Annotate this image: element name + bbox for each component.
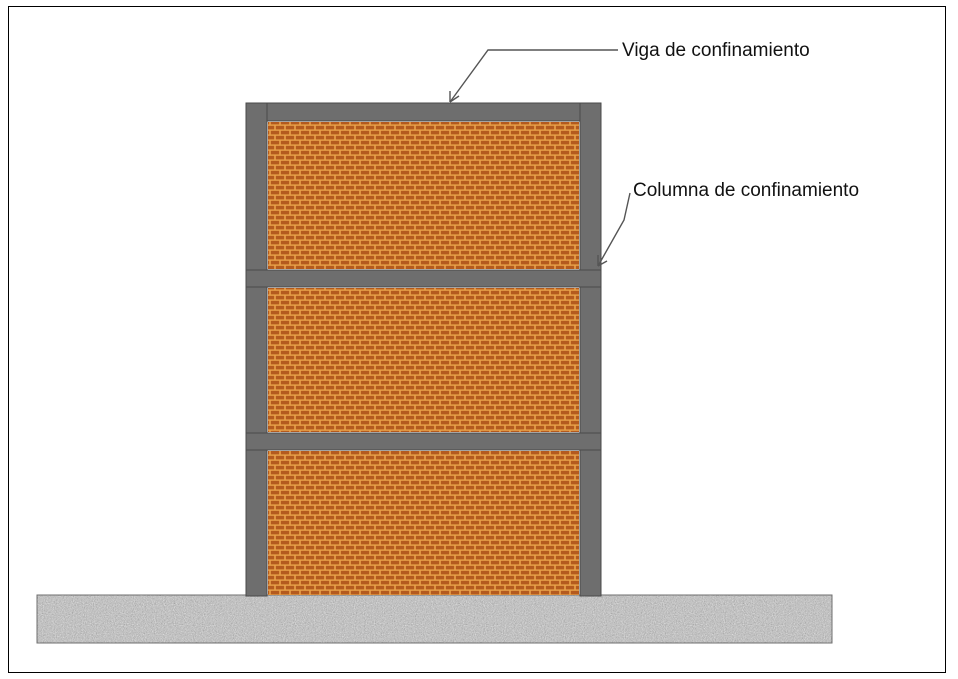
intermediate-beam-1 [245,269,602,288]
beam-label: Viga de confinamiento [622,40,810,61]
brick-panels [268,122,579,595]
brick-panel-top [268,122,579,269]
brick-panel-middle [268,288,579,432]
column-label: Columna de confinamiento [633,180,860,201]
brick-panel-bottom [268,451,579,595]
intermediate-beam-2 [245,432,602,451]
beam-leader-arrow [449,49,618,103]
column-leader-arrow [597,192,631,267]
confinement-beam-top [245,102,602,122]
confinement-column-right [579,102,602,597]
confining-frame [245,102,602,597]
foundation-slab [36,594,833,644]
confinement-column-left [245,102,268,597]
